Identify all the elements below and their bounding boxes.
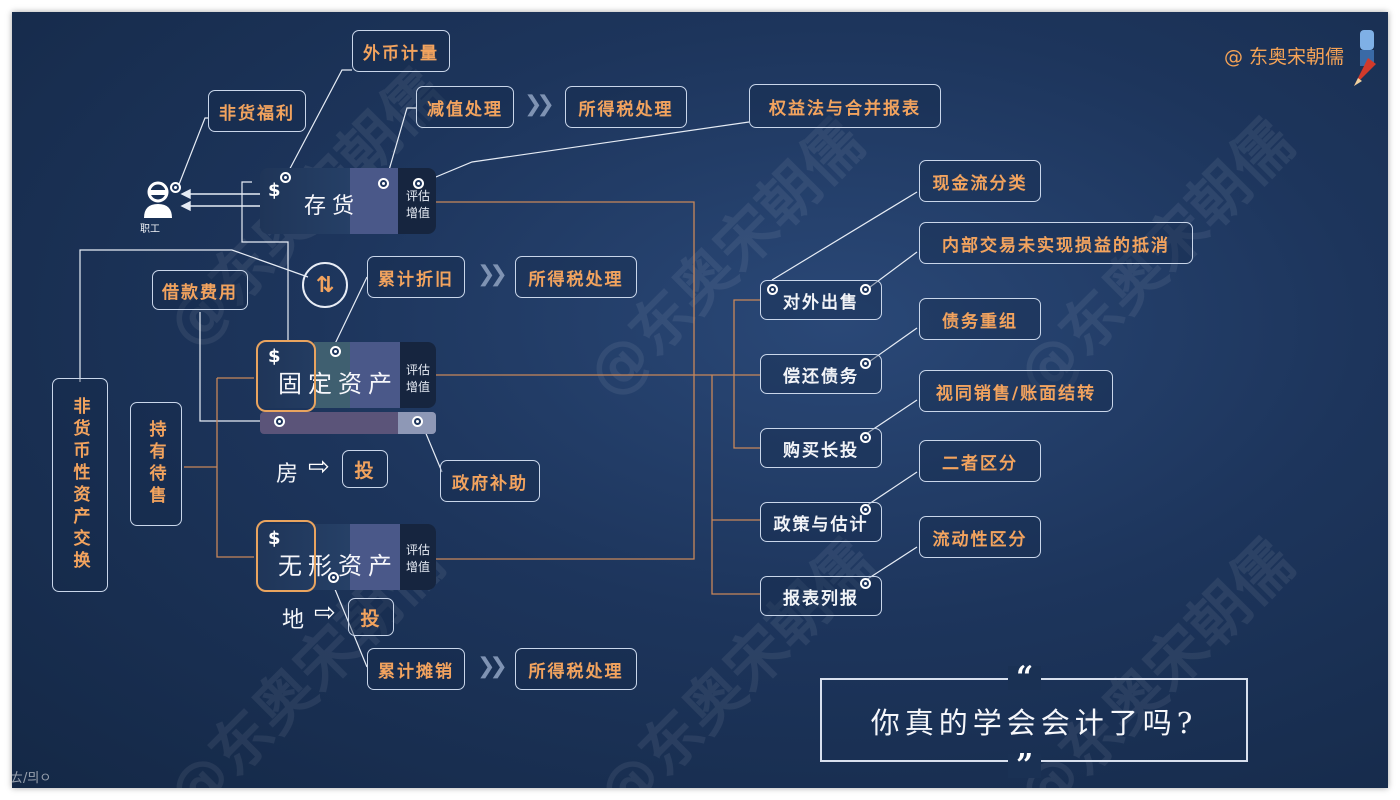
connector-dot [170, 182, 181, 193]
connector-dot [328, 572, 339, 583]
connector-dot [860, 504, 871, 515]
quote-box: 你真的学会会计了吗? [820, 678, 1248, 762]
right-note-box: 现金流分类 [919, 160, 1041, 202]
chiyou-box: 持有待售 [130, 402, 182, 526]
connector-dot [413, 178, 424, 189]
eval-label: 评估增值 [405, 363, 430, 394]
dollar-icon: $ [268, 180, 281, 201]
right-note-box: 流动性区分 [919, 516, 1041, 558]
connector-dot [767, 284, 778, 295]
eval-label: 评估增值 [405, 189, 430, 220]
swap-icon: ⇅ [302, 262, 348, 308]
right-note-box: 内部交易未实现损益的抵消 [919, 222, 1193, 264]
connector-dot [274, 416, 285, 427]
chevron-icon: ❯❯ [477, 262, 508, 287]
quote-text: 你真的学会会计了吗? [870, 706, 1198, 740]
connector-dot [860, 284, 871, 295]
right-note-box: 二者区分 [919, 440, 1041, 482]
fang-label: 房 [276, 462, 299, 487]
connector-dot [860, 358, 871, 369]
right-note-box: 债务重组 [919, 298, 1041, 340]
leiji-zhejiu-box: 累计折旧 [367, 256, 465, 298]
guding-asset [254, 342, 436, 408]
connector-dot [860, 432, 871, 443]
connector-dot [280, 172, 291, 183]
dollar-icon: $ [268, 528, 281, 549]
wuxing-asset [254, 524, 436, 590]
tou-box-1: 投 [342, 450, 388, 488]
right-note-box: 视同销售/账面结转 [919, 370, 1113, 412]
close-quote-mark: ” [1008, 751, 1042, 781]
wuxing-highlight [256, 520, 316, 592]
suodeshui-box-3: 所得税处理 [515, 648, 637, 690]
eval-label: 评估增值 [405, 543, 430, 574]
employee-label: 职工 [140, 224, 160, 235]
slide: @东奥宋朝儒 @东奥宋朝儒 @东奥宋朝儒 @东奥宋朝儒 @东奥宋朝儒 @东奥宋朝… [12, 12, 1388, 788]
connector-dot [860, 578, 871, 589]
cunhuo-label: 存货 [304, 194, 361, 219]
feihuo-box: 非货福利 [208, 90, 306, 132]
di-label: 地 [282, 608, 305, 633]
right-item-label: 政策与估计 [760, 502, 882, 542]
jiekuan-box: 借款费用 [152, 270, 248, 310]
leiji-tanxiao-box: 累计摊销 [367, 648, 465, 690]
quanyi-box: 权益法与合并报表 [749, 84, 941, 128]
suodeshui-box-2: 所得税处理 [515, 256, 637, 298]
connector-dot [412, 416, 423, 427]
employee-icon [144, 181, 172, 218]
zhengfu-box: 政府补助 [440, 460, 540, 502]
waibi-box: 外币计量 [352, 30, 450, 72]
arrow-right-icon: ⇨ [314, 598, 336, 628]
pencil-icon [1354, 30, 1376, 86]
chevron-icon: ❯❯ [477, 654, 508, 679]
chevron-icon: ❯❯ [524, 92, 555, 117]
tou-box-2: 投 [348, 598, 394, 636]
bottom-fragment: ㄊ/믜ㅇ [12, 771, 52, 786]
guding-label: 固定资产 [278, 370, 398, 398]
guding-highlight [256, 340, 316, 412]
feihuobi-box: 非货币性资产交换 [52, 378, 108, 592]
connector-dot [330, 346, 341, 357]
right-item-label: 偿还债务 [760, 354, 882, 394]
guding-subbar [260, 412, 436, 434]
author-label: @ 东奥宋朝儒 [1223, 46, 1344, 68]
arrow-right-icon: ⇨ [308, 452, 330, 482]
open-quote-mark: “ [1008, 663, 1042, 693]
suodeshui-box-1: 所得税处理 [565, 86, 687, 128]
jianzhi-box: 减值处理 [416, 86, 514, 128]
connector-dot [378, 178, 389, 189]
dollar-icon: $ [268, 346, 281, 367]
